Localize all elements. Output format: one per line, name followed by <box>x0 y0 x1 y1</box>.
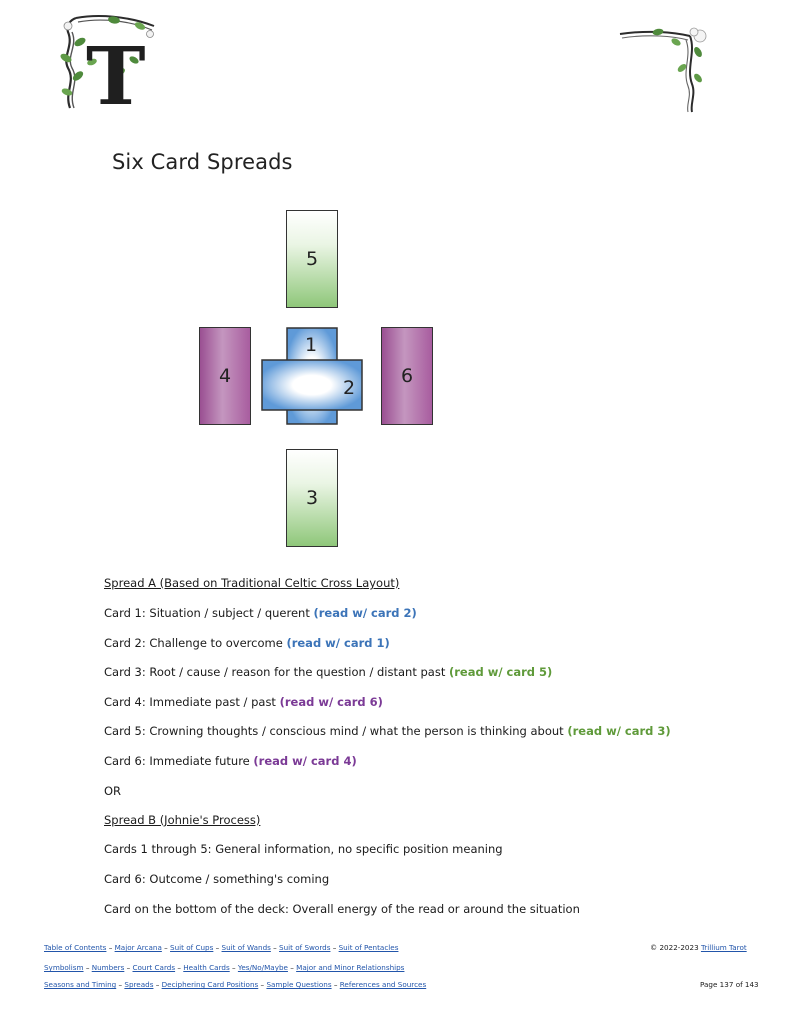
footer-link[interactable]: Suit of Pentacles <box>338 943 399 952</box>
footer-separator: – <box>83 963 92 972</box>
read-with-note: (read w/ card 3) <box>567 724 671 738</box>
line-text: Card 1: Situation / subject / querent <box>104 606 314 620</box>
footer-separator: – <box>124 963 133 972</box>
spread-a-line-2: Card 2: Challenge to overcome (read w/ c… <box>104 636 390 650</box>
card-6: 6 <box>381 327 433 425</box>
footer-nav-row-3: Seasons and Timing – Spreads – Decipheri… <box>44 980 426 989</box>
footer-link[interactable]: Spreads <box>124 980 154 989</box>
line-text: Card 3: Root / cause / reason for the qu… <box>104 665 449 679</box>
card-3-number: 3 <box>305 487 319 509</box>
spread-a-line-5: Card 5: Crowning thoughts / conscious mi… <box>104 724 671 738</box>
footer-separator: – <box>116 980 125 989</box>
trillium-logo: T <box>58 12 162 123</box>
card-1-number: 1 <box>305 334 318 356</box>
copyright-text: © 2022-2023 <box>650 943 701 952</box>
card-5-number: 5 <box>305 248 319 270</box>
footer-separator: – <box>106 943 115 952</box>
vine-corner-ornament <box>618 22 710 114</box>
card-2 <box>261 359 363 411</box>
footer-link[interactable]: Suit of Wands <box>221 943 271 952</box>
footer-link[interactable]: Symbolism <box>44 963 84 972</box>
read-with-note: (read w/ card 6) <box>279 695 383 709</box>
or-separator: OR <box>104 784 122 798</box>
footer-link[interactable]: Suit of Cups <box>170 943 214 952</box>
spread-a-line-3: Card 3: Root / cause / reason for the qu… <box>104 665 552 679</box>
footer-link[interactable]: Table of Contents <box>44 943 107 952</box>
read-with-note: (read w/ card 4) <box>253 754 357 768</box>
line-text: Card 2: Challenge to overcome <box>104 636 287 650</box>
read-with-note: (read w/ card 5) <box>449 665 553 679</box>
card-1-2-cross <box>261 327 363 425</box>
card-2-number: 2 <box>343 377 356 399</box>
footer-separator: – <box>330 943 339 952</box>
spread-b-heading: Spread B (Johnie's Process) <box>104 813 261 827</box>
footer-link[interactable]: Health Cards <box>183 963 230 972</box>
spread-b-line-1: Cards 1 through 5: General information, … <box>104 842 503 856</box>
line-text: Card 6: Immediate future <box>104 754 254 768</box>
footer-separator: – <box>258 980 267 989</box>
footer-nav-row-1: Table of Contents – Major Arcana – Suit … <box>44 943 398 952</box>
footer-link[interactable]: Deciphering Card Positions <box>161 980 259 989</box>
card-6-number: 6 <box>400 365 414 387</box>
footer-link[interactable]: Suit of Swords <box>279 943 331 952</box>
page-number: Page 137 of 143 <box>700 980 759 989</box>
copyright-link[interactable]: Trillium Tarot <box>700 943 747 952</box>
footer-link[interactable]: Numbers <box>91 963 125 972</box>
line-text: Card 5: Crowning thoughts / conscious mi… <box>104 724 568 738</box>
footer-separator: – <box>331 980 340 989</box>
footer-link[interactable]: Major Arcana <box>114 943 162 952</box>
card-3: 3 <box>286 449 338 547</box>
card-5: 5 <box>286 210 338 308</box>
line-text: Card 4: Immediate past / past <box>104 695 280 709</box>
footer-link[interactable]: Sample Questions <box>266 980 332 989</box>
footer-nav-row-2: Symbolism – Numbers – Court Cards – Heal… <box>44 963 404 972</box>
spread-a-heading: Spread A (Based on Traditional Celtic Cr… <box>104 576 400 590</box>
footer-separator: – <box>213 943 222 952</box>
read-with-note: (read w/ card 2) <box>313 606 417 620</box>
footer-separator: – <box>161 943 171 952</box>
footer-separator: – <box>175 963 184 972</box>
footer-link[interactable]: Yes/No/Maybe <box>237 963 288 972</box>
spread-a-line-1: Card 1: Situation / subject / querent (r… <box>104 606 417 620</box>
spread-a-line-6: Card 6: Immediate future (read w/ card 4… <box>104 754 357 768</box>
card-4-number: 4 <box>218 365 232 387</box>
page-title: Six Card Spreads <box>112 150 293 174</box>
footer-separator: – <box>153 980 162 989</box>
footer-link[interactable]: References and Sources <box>339 980 427 989</box>
footer-link[interactable]: Major and Minor Relationships <box>296 963 405 972</box>
card-4: 4 <box>199 327 251 425</box>
footer-separator: – <box>287 963 297 972</box>
spread-b-line-3: Card on the bottom of the deck: Overall … <box>104 902 580 916</box>
spread-a-line-4: Card 4: Immediate past / past (read w/ c… <box>104 695 383 709</box>
footer-separator: – <box>229 963 238 972</box>
spread-b-line-2: Card 6: Outcome / something's coming <box>104 872 330 886</box>
read-with-note: (read w/ card 1) <box>286 636 390 650</box>
copyright: © 2022-2023 Trillium Tarot <box>650 943 747 952</box>
footer-separator: – <box>270 943 280 952</box>
logo-letter: T <box>86 29 146 112</box>
footer-link[interactable]: Seasons and Timing <box>44 980 117 989</box>
footer-link[interactable]: Court Cards <box>132 963 176 972</box>
